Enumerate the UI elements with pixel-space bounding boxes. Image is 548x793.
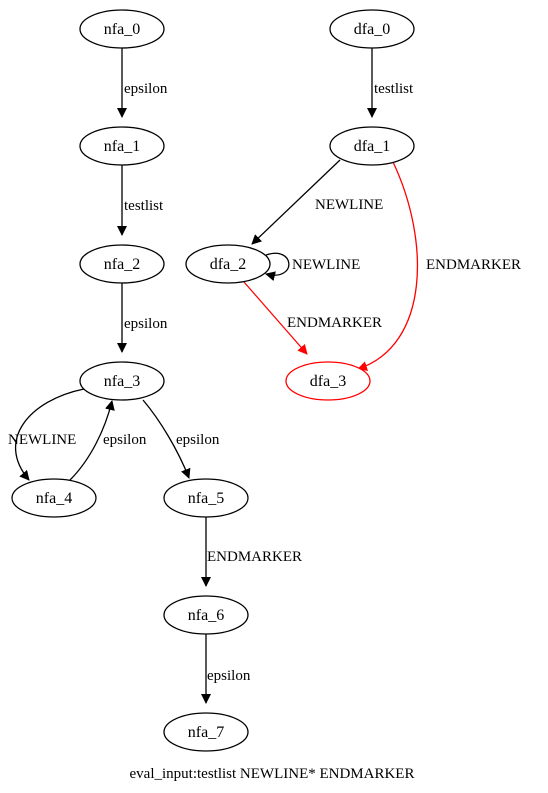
edge-nfa_4-to-nfa_3: epsilon: [69, 400, 147, 481]
node-label: nfa_3: [104, 373, 140, 390]
node-dfa_3: dfa_3: [285, 361, 371, 401]
node-label: nfa_2: [104, 256, 140, 273]
node-ellipse: [79, 361, 165, 401]
node-label: nfa_1: [104, 138, 140, 155]
node-label: dfa_0: [354, 21, 390, 38]
edge-nfa_2-to-nfa_3: epsilon: [117, 283, 168, 353]
edge-line: [251, 159, 341, 245]
edge-nfa_6-to-nfa_7: epsilon: [201, 634, 251, 704]
edge-label: testlist: [124, 198, 164, 214]
node-nfa_6: nfa_6: [163, 595, 249, 635]
edge-label: epsilon: [124, 81, 168, 97]
edge-dfa_0-to-dfa_1: testlist: [367, 48, 414, 118]
edge-label: epsilon: [176, 432, 220, 448]
node-ellipse: [329, 9, 415, 49]
edge-nfa_0-to-nfa_1: epsilon: [117, 48, 168, 118]
node-label: nfa_7: [188, 724, 224, 741]
edge-label: ENDMARKER: [207, 549, 302, 565]
node-ellipse: [79, 9, 165, 49]
node-label: nfa_4: [36, 490, 72, 507]
node-dfa_1: dfa_1: [329, 126, 415, 166]
edge-dfa_2-to-dfa_3: ENDMARKER: [243, 281, 382, 355]
node-label: dfa_2: [210, 256, 246, 273]
edge-nfa_5-to-nfa_6: ENDMARKER: [201, 517, 302, 587]
edge-nfa_3-to-nfa_4: NEWLINE: [8, 388, 85, 481]
node-label: dfa_1: [354, 138, 390, 155]
edge-line: [243, 281, 308, 355]
edge-label: ENDMARKER: [287, 315, 382, 331]
node-ellipse: [79, 244, 165, 284]
node-nfa_5: nfa_5: [163, 478, 249, 518]
edge-label: NEWLINE: [315, 197, 383, 213]
edge-label: ENDMARKER: [426, 257, 521, 273]
node-nfa_4: nfa_4: [11, 478, 97, 518]
edge-line: [69, 400, 115, 481]
edge-dfa_2-to-dfa_2: NEWLINE: [265, 252, 360, 282]
node-nfa_2: nfa_2: [79, 244, 165, 284]
node-nfa_3: nfa_3: [79, 361, 165, 401]
node-ellipse: [163, 478, 249, 518]
edge-nfa_3-to-nfa_5: epsilon: [142, 399, 220, 479]
edge-label: epsilon: [103, 432, 147, 448]
node-ellipse: [163, 712, 249, 752]
node-nfa_0: nfa_0: [79, 9, 165, 49]
edge-line: [265, 252, 290, 282]
edge-label: NEWLINE: [8, 432, 76, 448]
edge-line: [357, 161, 419, 371]
node-ellipse: [79, 126, 165, 166]
edge-label: testlist: [374, 81, 414, 97]
node-ellipse: [185, 244, 271, 284]
node-label: nfa_5: [188, 490, 224, 507]
node-nfa_1: nfa_1: [79, 126, 165, 166]
node-dfa_2: dfa_2: [185, 244, 271, 284]
edge-label: NEWLINE: [292, 257, 360, 273]
diagram-caption: eval_input:testlist NEWLINE* ENDMARKER: [130, 766, 415, 782]
node-ellipse: [285, 361, 371, 401]
edge-line: [15, 388, 85, 481]
node-nfa_7: nfa_7: [163, 712, 249, 752]
edge-label: epsilon: [124, 316, 168, 332]
node-ellipse: [163, 595, 249, 635]
node-label: nfa_0: [104, 21, 140, 38]
edge-dfa_1-to-dfa_3: ENDMARKER: [357, 161, 521, 371]
nodes: nfa_0 nfa_1 nfa_2 nfa_3 nfa_4 nfa_5 nfa_6 nfa_7…: [11, 9, 415, 752]
node-label: nfa_6: [188, 607, 224, 624]
node-ellipse: [11, 478, 97, 518]
edge-nfa_1-to-nfa_2: testlist: [117, 165, 164, 236]
node-dfa_0: dfa_0: [329, 9, 415, 49]
edge-label: epsilon: [207, 668, 251, 684]
node-label: dfa_3: [310, 373, 346, 390]
edge-line: [142, 399, 191, 479]
edge-dfa_1-to-dfa_2: NEWLINE: [251, 159, 383, 245]
node-ellipse: [329, 126, 415, 166]
